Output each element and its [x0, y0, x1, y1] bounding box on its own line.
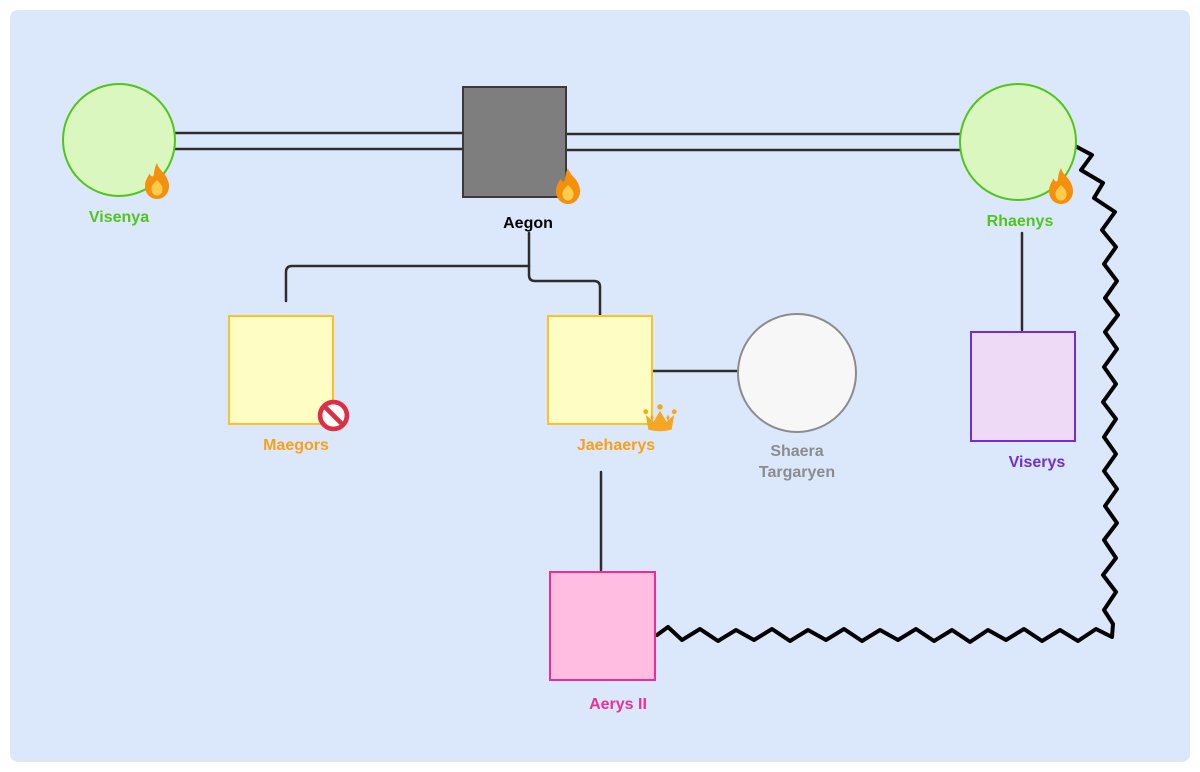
jaehaerys-label: Jaehaerys	[576, 437, 656, 454]
maegors-label: Maegors	[263, 437, 329, 454]
fire-icon	[145, 163, 169, 199]
parent-line-aegon-maegors[interactable]	[284, 264, 531, 303]
node-jaehaerys: Jaehaerys	[547, 315, 677, 454]
node-aegon: Aegon	[462, 86, 580, 232]
aegon-label: Aegon	[503, 215, 553, 232]
aerys-label: Aerys II	[589, 696, 647, 713]
viserys-shape[interactable]	[970, 331, 1076, 442]
crown-icon	[643, 404, 677, 432]
node-maegors: Maegors	[228, 315, 350, 454]
maegors-shape[interactable]	[228, 315, 334, 425]
rhaenys-label: Rhaenys	[986, 213, 1054, 230]
shaera-label: Shaera Targaryen	[758, 443, 836, 481]
jaehaerys-shape[interactable]	[547, 315, 653, 425]
visenya-label: Visenya	[88, 209, 150, 226]
aerys-shape[interactable]	[549, 571, 656, 681]
conflict-zigzag-line-rhaenys-aerys[interactable]	[655, 145, 1120, 644]
fire-icon	[1049, 168, 1073, 204]
fire-icon	[556, 168, 580, 204]
marriage-line-visenya-aegon[interactable]	[175, 131, 462, 151]
node-viserys: Viserys	[970, 331, 1076, 471]
no-entry-icon	[317, 399, 350, 432]
node-visenya: Visenya	[62, 83, 176, 226]
shaera-shape[interactable]	[737, 313, 857, 433]
node-shaera: Shaera Targaryen	[737, 313, 857, 481]
aegon-shape[interactable]	[462, 86, 567, 198]
node-aerys: Aerys II	[549, 571, 656, 713]
parent-line-aegon-jaehaerys[interactable]	[527, 231, 602, 318]
viserys-label: Viserys	[1008, 454, 1066, 471]
node-rhaenys: Rhaenys	[959, 83, 1077, 230]
marriage-line-aegon-rhaenys[interactable]	[567, 132, 960, 152]
